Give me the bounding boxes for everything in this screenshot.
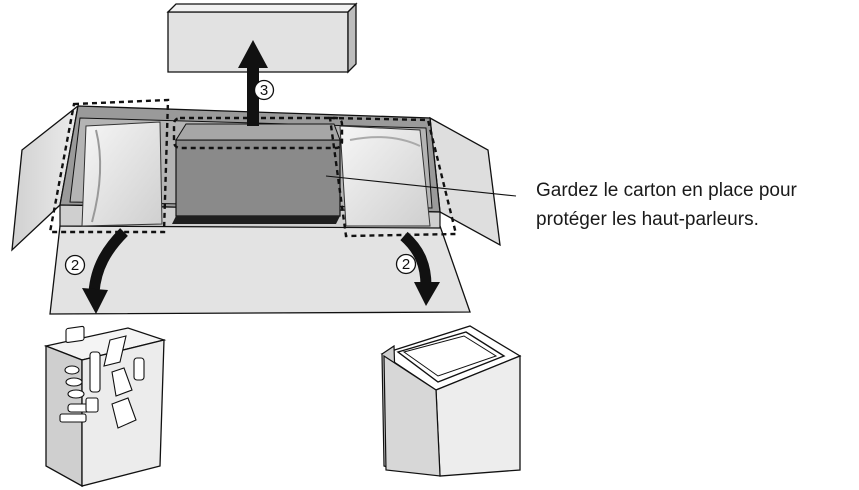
left-foam-in-box (81, 121, 163, 227)
top-cover-box (166, 2, 358, 74)
left-insert-outline (48, 98, 170, 234)
left-foam-insert (43, 325, 167, 488)
step-2-left-marker: 2 (64, 254, 86, 276)
callout-caption: Gardez le carton en place pour protéger … (536, 176, 856, 234)
dashed-outlines (48, 98, 458, 238)
right-foam-insert (380, 325, 522, 477)
speaker-bar (172, 123, 341, 224)
right-insert-outline (328, 116, 458, 238)
arrow-up-step-3 (238, 40, 268, 126)
callout-leader-line (325, 175, 517, 197)
arrow-down-right-step-2 (400, 231, 440, 306)
center-card-outline (172, 116, 344, 150)
step-3-marker: 3 (253, 79, 275, 101)
right-foam-in-box (339, 125, 431, 227)
arrow-down-left-step-2 (82, 228, 128, 314)
svg-text:2: 2 (71, 257, 79, 274)
caption-line-1: Gardez le carton en place pour (536, 180, 797, 201)
step-2-right-marker: 2 (395, 253, 417, 275)
caption-line-2: protéger les haut-parleurs. (536, 209, 759, 230)
svg-text:2: 2 (402, 256, 410, 273)
svg-text:3: 3 (260, 82, 268, 99)
